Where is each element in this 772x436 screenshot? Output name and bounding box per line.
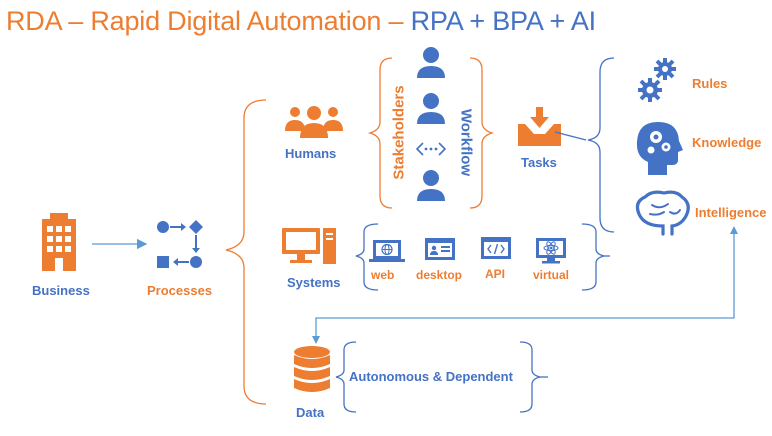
building-icon [42, 213, 76, 271]
autonomous-brace-left [335, 341, 357, 413]
person-icon [417, 93, 445, 124]
database-icon [294, 346, 330, 392]
systems-brace-left [355, 223, 379, 291]
head-gears-icon [636, 122, 683, 175]
person-icon [417, 170, 445, 201]
api-icon [481, 237, 511, 259]
data-arrowhead [312, 336, 320, 344]
main-brace [225, 99, 267, 405]
workflow-brace [469, 57, 495, 209]
systems-brace-right [581, 223, 605, 291]
data-label: Data [296, 405, 325, 420]
title-blue-part: RPA + BPA + AI [410, 6, 597, 36]
gears-icon [638, 58, 676, 102]
autonomous-brace-right [519, 341, 541, 413]
brain-icon [635, 190, 690, 236]
rules-label: Rules [692, 76, 728, 91]
virtual-icon [536, 238, 566, 264]
web-icon [369, 240, 405, 262]
inbox-tray-icon [518, 107, 561, 146]
business-label: Business [32, 283, 90, 298]
intelligence-label: Intelligence [695, 205, 767, 220]
person-icon [417, 47, 445, 78]
workflow-label: Workflow [457, 108, 475, 177]
workflow-arrows-icon [415, 142, 447, 156]
tasks-label: Tasks [521, 155, 557, 170]
desktop-icon [425, 238, 455, 260]
autonomous-label: Autonomous & Dependent [349, 369, 513, 384]
humans-label: Humans [285, 146, 337, 161]
intelligence-brace [587, 57, 615, 233]
desktop-label: desktop [416, 268, 463, 282]
stakeholders-label: Stakeholders [390, 85, 408, 180]
computer-icon [282, 228, 336, 264]
title-orange-part: RDA – Rapid Digital Automation – [6, 6, 411, 36]
processes-label: Processes [147, 283, 213, 298]
intelligence-arrowhead [730, 226, 738, 234]
knowledge-label: Knowledge [692, 135, 762, 150]
systems-label: Systems [287, 275, 341, 290]
api-label: API [485, 267, 506, 281]
web-label: web [371, 268, 395, 282]
tasks-connector [554, 131, 587, 141]
people-group-icon [285, 106, 343, 138]
virtual-label: virtual [533, 268, 570, 282]
process-flow-icon [157, 220, 203, 268]
data-intelligence-connector [315, 230, 735, 338]
stakeholders-brace [367, 57, 393, 209]
page-title: RDA – Rapid Digital Automation – RPA + B… [6, 6, 596, 37]
